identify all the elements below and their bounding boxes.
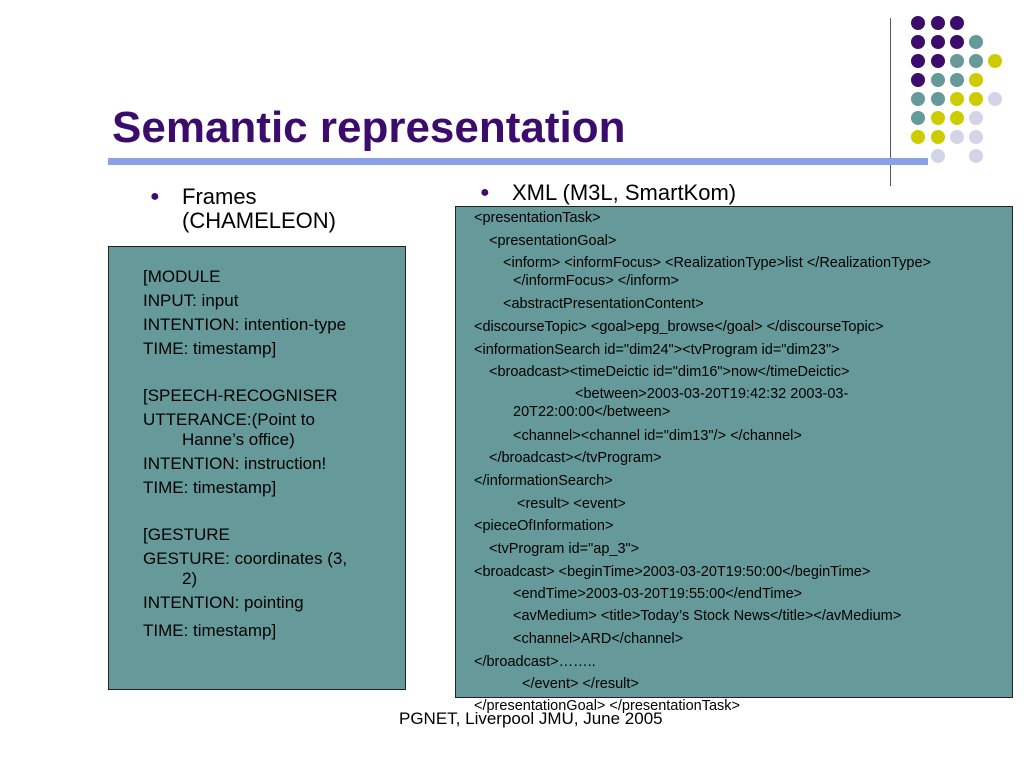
xml-line: <avMedium> <title>Today’s Stock News</ti…	[513, 608, 902, 624]
frame-line: GESTURE: coordinates (3,	[143, 549, 348, 568]
decorative-dot	[931, 92, 945, 106]
frames-box: [MODULE INPUT: input INTENTION: intentio…	[108, 246, 406, 690]
xml-line: </informFocus> </inform>	[513, 273, 680, 289]
bullet-xml-label: XML (M3L, SmartKom)	[512, 180, 737, 205]
decorative-dot	[931, 111, 945, 125]
xml-line: <result> <event>	[517, 496, 626, 512]
decorative-dot	[950, 92, 964, 106]
xml-line: <endTime>2003-03-20T19:55:00</endTime>	[513, 586, 803, 602]
decorative-dot	[931, 16, 945, 30]
xml-line: <channel>ARD</channel>	[513, 631, 684, 647]
xml-line: <presentationTask>	[474, 210, 601, 226]
xml-line: <inform> <informFocus> <RealizationType>…	[503, 255, 931, 271]
xml-line: <broadcast><timeDeictic id="dim16">now</…	[489, 364, 850, 380]
slide-footer: PGNET, Liverpool JMU, June 2005	[399, 709, 663, 728]
decorative-dot	[969, 149, 983, 163]
decorative-dot	[950, 73, 964, 87]
xml-line: <channel><channel id="dim13"/> </channel…	[513, 428, 802, 444]
decorative-dot	[969, 92, 983, 106]
bullet-dot-icon: ●	[480, 184, 490, 201]
frame-line: 2)	[182, 569, 198, 588]
decorative-dot	[988, 92, 1002, 106]
decorative-dot	[911, 92, 925, 106]
frame-line: TIME: timestamp]	[143, 621, 277, 640]
decorative-dot	[950, 111, 964, 125]
xml-line: <between>2003-03-20T19:42:32 2003-03-	[575, 386, 849, 402]
xml-line: <informationSearch id="dim24"><tvProgram…	[474, 342, 840, 358]
decorative-dot	[969, 54, 983, 68]
frame-line: Hanne’s office)	[182, 430, 295, 449]
decorative-dot	[911, 16, 925, 30]
xml-line: </broadcast>……..	[474, 654, 596, 670]
decorative-dot	[969, 111, 983, 125]
decorative-dot	[911, 73, 925, 87]
decorative-dot	[911, 35, 925, 49]
decorative-dot	[931, 149, 945, 163]
bullet-dot-icon: ●	[150, 188, 160, 205]
decorative-dot	[931, 35, 945, 49]
frame-line: INTENTION: intention-type	[143, 315, 347, 334]
bullet-frames-line2: (CHAMELEON)	[182, 208, 337, 233]
decorative-dot	[969, 73, 983, 87]
decorative-dot	[969, 35, 983, 49]
decorative-dot	[988, 54, 1002, 68]
decorative-dot	[911, 111, 925, 125]
xml-line: </event> </result>	[522, 676, 639, 692]
bullet-xml: ● XML (M3L, SmartKom)	[480, 180, 737, 205]
frame-line: [SPEECH-RECOGNISER	[143, 386, 338, 405]
xml-line: </presentationGoal> </presentationTask>	[474, 698, 741, 714]
decorative-dot	[950, 130, 964, 144]
xml-line: <abstractPresentationContent>	[503, 296, 704, 312]
xml-line: <broadcast> <beginTime>2003-03-20T19:50:…	[474, 564, 871, 580]
frame-line: UTTERANCE:(Point to	[143, 410, 315, 429]
decorative-dot	[931, 54, 945, 68]
frame-line: [GESTURE	[143, 525, 230, 544]
bullet-frames: ● Frames (CHAMELEON)	[150, 184, 337, 233]
xml-line: </informationSearch>	[474, 473, 613, 489]
xml-line: <tvProgram id="ap_3">	[489, 541, 640, 557]
frame-line: [MODULE	[143, 267, 221, 286]
decorative-dot	[911, 130, 925, 144]
xml-line: </broadcast></tvProgram>	[489, 450, 662, 466]
frame-line: INPUT: input	[143, 291, 239, 310]
decorative-vertical-line	[890, 18, 891, 186]
decorative-dot	[950, 35, 964, 49]
xml-line: 20T22:00:00</between>	[513, 404, 671, 420]
title-underline-bar	[108, 158, 928, 165]
decorative-dot	[911, 54, 925, 68]
frame-line: TIME: timestamp]	[143, 478, 277, 497]
slide-title: Semantic representation	[112, 103, 626, 152]
frame-line: INTENTION: pointing	[143, 593, 304, 612]
xml-line: <presentationGoal>	[489, 233, 617, 249]
frame-line: INTENTION: instruction!	[143, 454, 327, 473]
decorative-dot	[931, 73, 945, 87]
decorative-dot	[950, 54, 964, 68]
decorative-dot	[950, 16, 964, 30]
bullet-frames-line1: Frames	[182, 184, 257, 209]
decorative-dot-grid	[0, 0, 1024, 180]
frame-line: TIME: timestamp]	[143, 339, 277, 358]
decorative-dot	[969, 130, 983, 144]
xml-box: <presentationTask> <presentationGoal> <i…	[455, 206, 1013, 714]
decorative-dot	[931, 130, 945, 144]
xml-line: <pieceOfInformation>	[474, 518, 614, 534]
xml-line: <discourseTopic> <goal>epg_browse</goal>…	[474, 319, 884, 335]
